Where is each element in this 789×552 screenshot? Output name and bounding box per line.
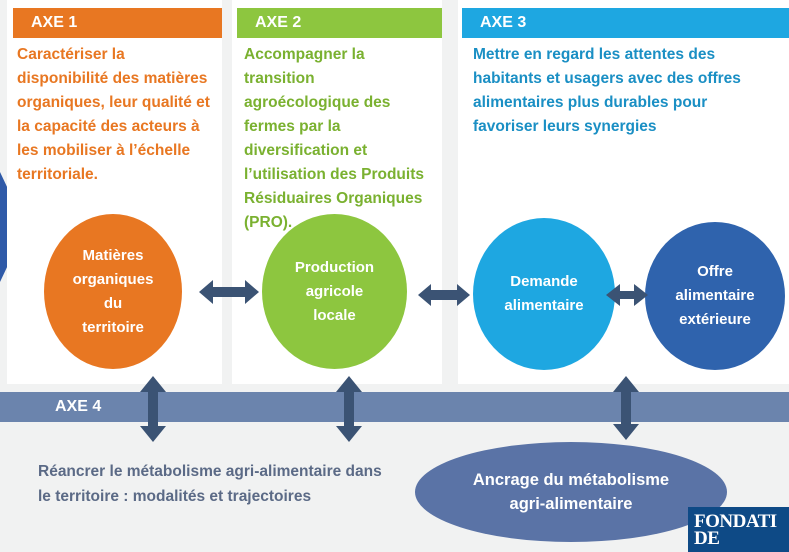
- vertical-arrow-production: [336, 376, 362, 442]
- axe4-band: [0, 392, 789, 422]
- axe2-header: AXE 2: [237, 8, 442, 38]
- axe2-text: Accompagner la transition agroécologique…: [244, 46, 424, 231]
- node-production-agricole: Production agricole locale: [262, 214, 407, 369]
- foundation-logo-text: FONDATI DE: [694, 511, 777, 549]
- axe4-text: Réancrer le métabolisme agri-alimentaire…: [38, 463, 382, 505]
- vertical-arrow-offre: [613, 376, 639, 440]
- node-demande-alimentaire: Demande alimentaire: [473, 218, 615, 370]
- node-matieres-organiques: Matières organiques du territoire: [44, 214, 182, 369]
- node-ancrage-label: Ancrage du métabolisme agri-alimentaire: [472, 471, 670, 513]
- double-arrow-production-demande: [418, 284, 470, 306]
- node-offre-alimentaire: Offre alimentaire extérieure: [645, 222, 785, 370]
- vertical-arrow-matieres: [140, 376, 166, 442]
- axe1-text: Caractériser la disponibilité des matièr…: [17, 46, 210, 183]
- node-offre-label: Offre alimentaire extérieure: [675, 263, 755, 328]
- foundation-logo: FONDATI DE: [688, 507, 789, 552]
- axe3-text: Mettre en regard les attentes des habita…: [473, 46, 741, 135]
- node-demande-label: Demande alimentaire: [504, 273, 584, 314]
- axe3-header: AXE 3: [462, 8, 789, 38]
- axe1-header: AXE 1: [13, 8, 222, 38]
- double-arrow-matieres-production: [199, 280, 259, 304]
- arrow-offre-to-demande: [606, 284, 648, 306]
- axe4-header: AXE 4: [55, 398, 102, 415]
- node-ancrage-metabolisme: Ancrage du métabolisme agri-alimentaire: [415, 442, 727, 542]
- node-production-label: Production agricole locale: [294, 258, 375, 324]
- node-matieres-label: Matières organiques du territoire: [72, 246, 154, 336]
